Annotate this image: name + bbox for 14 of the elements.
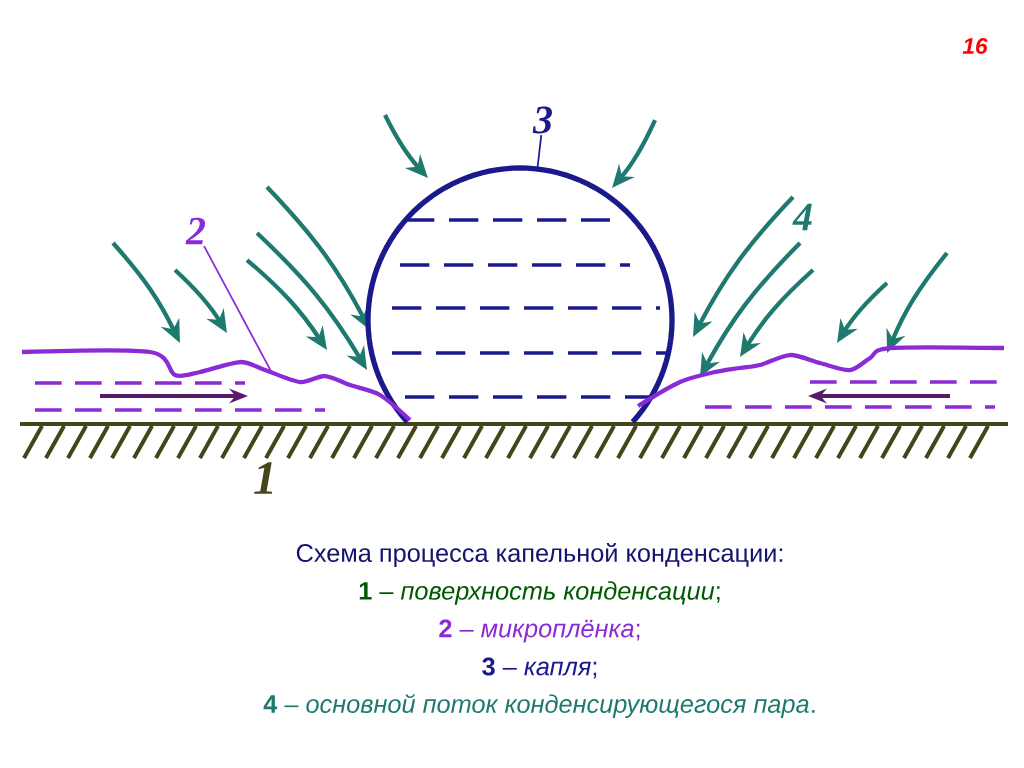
callout-number: 4 [792,203,812,231]
leader-line [536,134,543,170]
leader-line [203,244,273,373]
caption-line: Схема процесса капельной конденсации: [296,543,783,568]
callout-number: 3 [532,106,552,134]
callout-number: 1 [254,462,273,494]
caption-line: 3 – капля; [482,657,597,679]
callout-number: 2 [185,217,206,245]
caption-line: 4 – основной поток конденсирующегося пара. [263,694,815,718]
caption-line: 2 – микроплёнка; [439,619,640,643]
drop-drawing [365,165,675,424]
film-drawing [21,345,1005,422]
page-number: 16 [962,38,988,55]
caption-line: 1 – поверхность конденсации; [359,581,720,605]
